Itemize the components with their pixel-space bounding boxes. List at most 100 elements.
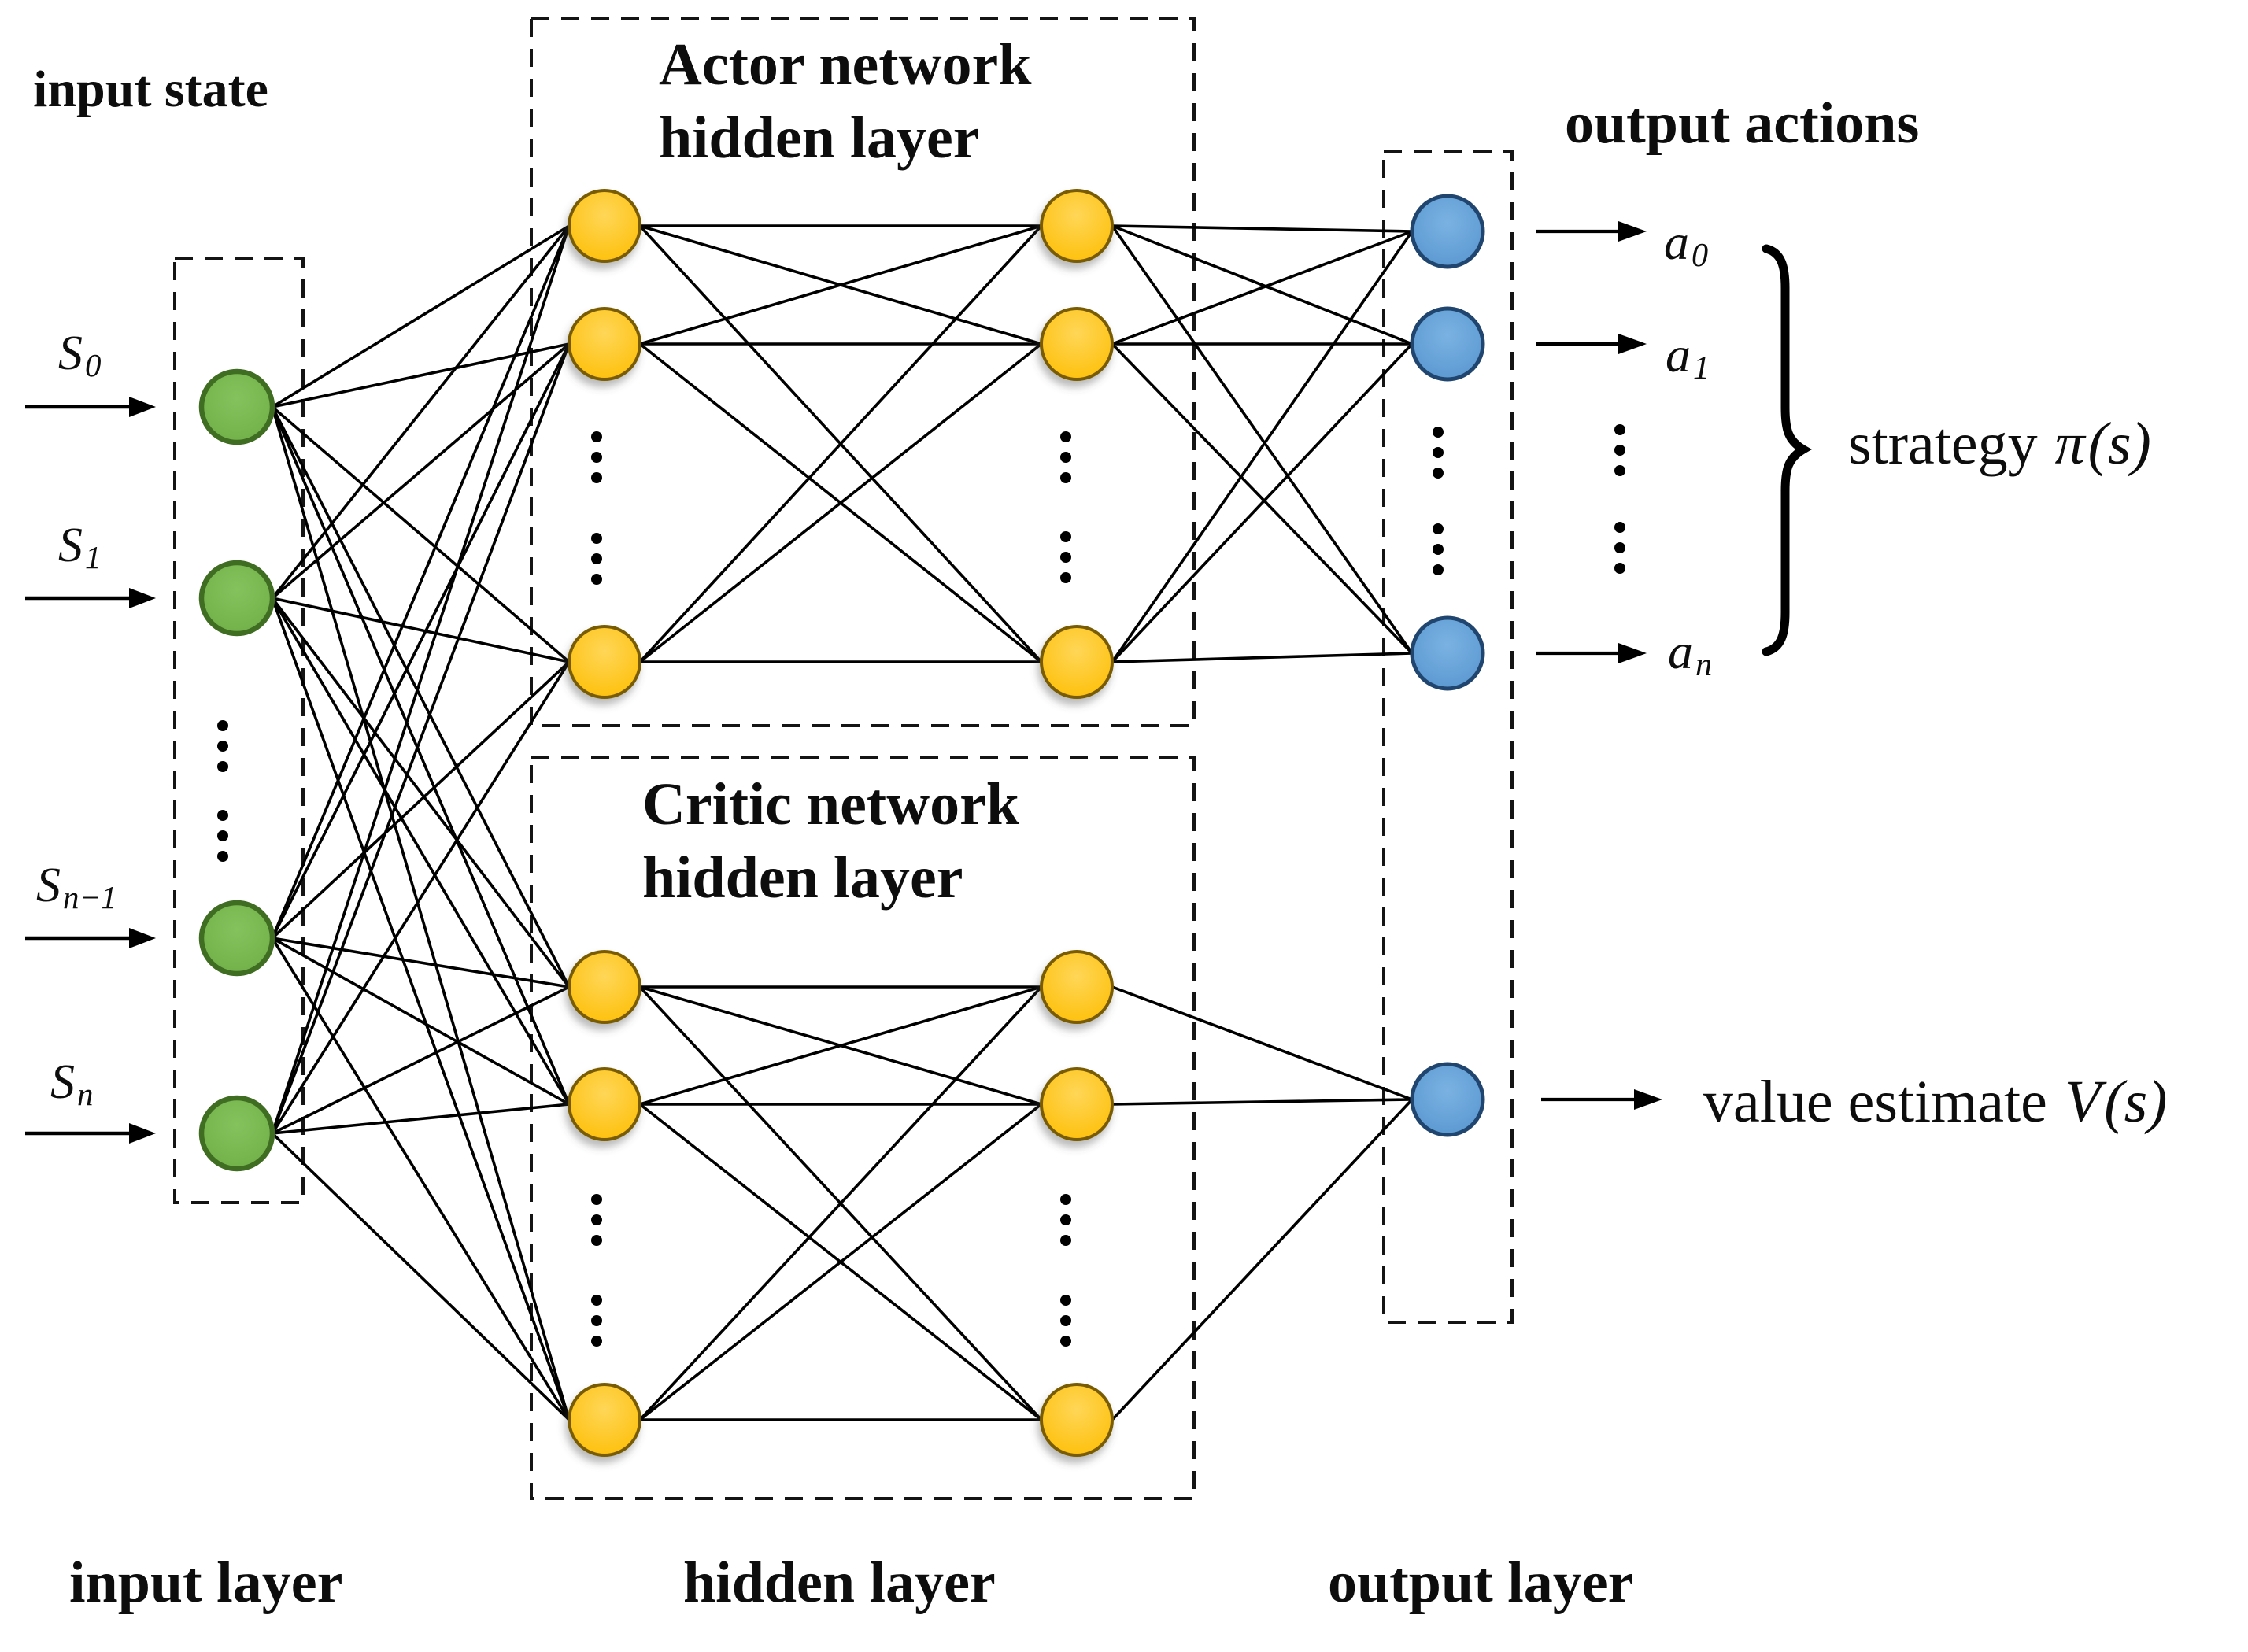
- ellipsis-dot: [1060, 552, 1071, 563]
- critic-title-line2: hidden layer: [642, 844, 963, 911]
- actor_out-node-1: [1410, 306, 1485, 382]
- edge-actor_h2-to-actor_out: [1111, 652, 1413, 663]
- input-arrow-3-head: [129, 1123, 156, 1144]
- ellipsis-dot: [1060, 1295, 1071, 1306]
- critic-network-title: Critic network hidden layer: [642, 768, 1019, 914]
- output-arrow-1-head: [1618, 334, 1647, 354]
- value-args: (s): [2104, 1069, 2168, 1135]
- ellipsis-dot: [591, 1315, 602, 1326]
- edge-input-to-critic_h1: [271, 937, 571, 1421]
- ellipsis-dot: [1433, 523, 1444, 534]
- strategy-pi-symbol: π: [2054, 411, 2085, 477]
- ellipsis-dot: [1614, 563, 1625, 574]
- input-state-title: input state: [33, 61, 268, 118]
- edge-input-to-critic_h1: [272, 937, 570, 1106]
- actor-network-title: Actor network hidden layer: [659, 28, 1031, 174]
- ellipsis-dot: [1060, 1336, 1071, 1347]
- ellipsis-dot: [1614, 445, 1625, 456]
- ellipsis-dot: [217, 720, 228, 731]
- edge-input-to-critic_h1: [272, 985, 570, 1135]
- edge-actor_h2-to-actor_out: [1111, 342, 1414, 663]
- ellipsis-dot: [591, 1235, 602, 1246]
- ellipsis-dot: [1433, 564, 1444, 575]
- actor_h1-node-2: [568, 625, 641, 699]
- ellipsis-dot: [1060, 1235, 1071, 1246]
- edge-actor_h2-to-actor_out: [1111, 342, 1414, 655]
- value-word: value estimate: [1703, 1069, 2047, 1135]
- input-label-s0-main: S: [58, 327, 83, 380]
- ellipsis-dot: [1433, 427, 1444, 438]
- edge-actor_h2-to-actor_out: [1111, 230, 1413, 346]
- output-label-a1-sub: 1: [1693, 349, 1710, 387]
- critic_h2-node-1: [1040, 1067, 1114, 1141]
- ellipsis-dot: [591, 553, 602, 564]
- edge-actor_h2-to-actor_out: [1111, 224, 1413, 346]
- ellipsis-dot: [217, 830, 228, 841]
- ellipsis-dot: [591, 574, 602, 585]
- output-label-an-main: a: [1668, 623, 1693, 679]
- actor-title-line2: hidden layer: [659, 104, 980, 171]
- edge-actor_h2-to-actor_out: [1111, 224, 1414, 655]
- edge-input-to-actor_h1: [272, 597, 570, 663]
- edge-input-to-actor_h1: [272, 342, 570, 408]
- critic_h2-node-2: [1040, 1383, 1114, 1457]
- input-arrow-1-head: [129, 588, 156, 608]
- ellipsis-dot: [217, 761, 228, 772]
- edge-input-to-actor_h1: [271, 224, 571, 600]
- input-label-s0-sub: 0: [85, 348, 102, 383]
- actor_out-node-0: [1410, 194, 1485, 269]
- output-label-a0-main: a: [1664, 214, 1689, 270]
- edge-input-to-actor_h1: [271, 343, 571, 939]
- ellipsis-dot: [591, 533, 602, 544]
- input-node-3: [198, 1095, 275, 1172]
- critic_h1-node-0: [568, 950, 641, 1024]
- critic-hidden-box: [530, 756, 1196, 1500]
- input-layer-box: [173, 257, 305, 1204]
- caption-output-layer: output layer: [1328, 1550, 1634, 1615]
- ellipsis-dot: [591, 1214, 602, 1225]
- ellipsis-dot: [591, 431, 602, 442]
- ellipsis-dot: [1614, 424, 1625, 435]
- edge-input-to-critic_h1: [271, 597, 571, 1421]
- ellipsis-dot: [1614, 522, 1625, 533]
- output-label-a0-sub: 0: [1692, 237, 1709, 275]
- ellipsis-dot: [1060, 1315, 1071, 1326]
- edge-actor_h1-to-actor_h2: [639, 224, 1042, 346]
- ellipsis-dot: [1614, 465, 1625, 476]
- input-node-2: [198, 900, 275, 977]
- ellipsis-dot: [217, 810, 228, 821]
- input-label-sn-sub: n: [77, 1077, 94, 1112]
- edge-input-to-critic_h1: [271, 406, 571, 988]
- ellipsis-dot: [1433, 468, 1444, 479]
- critic_h1-node-2: [568, 1383, 641, 1457]
- edge-input-to-actor_h1: [271, 661, 571, 1134]
- critic_out-node-0: [1410, 1062, 1485, 1137]
- edge-actor_h2-to-actor_out: [1111, 230, 1414, 663]
- edge-actor_h2-to-actor_out: [1111, 224, 1413, 233]
- output-label-a1-main: a: [1666, 327, 1691, 383]
- input-arrow-0-head: [129, 397, 156, 417]
- input-label-sn-main: S: [50, 1055, 75, 1109]
- ellipsis-dot: [1060, 1214, 1071, 1225]
- output-layer-box: [1382, 150, 1514, 1324]
- edge-input-to-critic_h1: [271, 597, 571, 989]
- actor_h1-node-1: [568, 307, 641, 381]
- ellipsis-dot: [1060, 1194, 1071, 1205]
- actor-title-line1: Actor network: [659, 31, 1032, 98]
- output-label-a1: a1: [1666, 327, 1710, 385]
- caption-hidden-layer: hidden layer: [683, 1550, 996, 1615]
- input-label-s1-main: S: [58, 519, 83, 572]
- edge-input-to-critic_h1: [272, 937, 570, 989]
- input-label-sn1: Sn−1: [36, 861, 117, 914]
- output-label-a0: a0: [1664, 214, 1708, 272]
- actor_h1-node-0: [568, 189, 641, 263]
- edge-critic_h2-to-critic_out: [1111, 985, 1413, 1101]
- ellipsis-dot: [1614, 542, 1625, 553]
- ellipsis-dot: [1060, 452, 1071, 463]
- ellipsis-dot: [1060, 431, 1071, 442]
- ellipsis-dot: [1060, 472, 1071, 483]
- actor_h2-node-1: [1040, 307, 1114, 381]
- ellipsis-dot: [217, 741, 228, 752]
- strategy-args: (s): [2087, 411, 2151, 477]
